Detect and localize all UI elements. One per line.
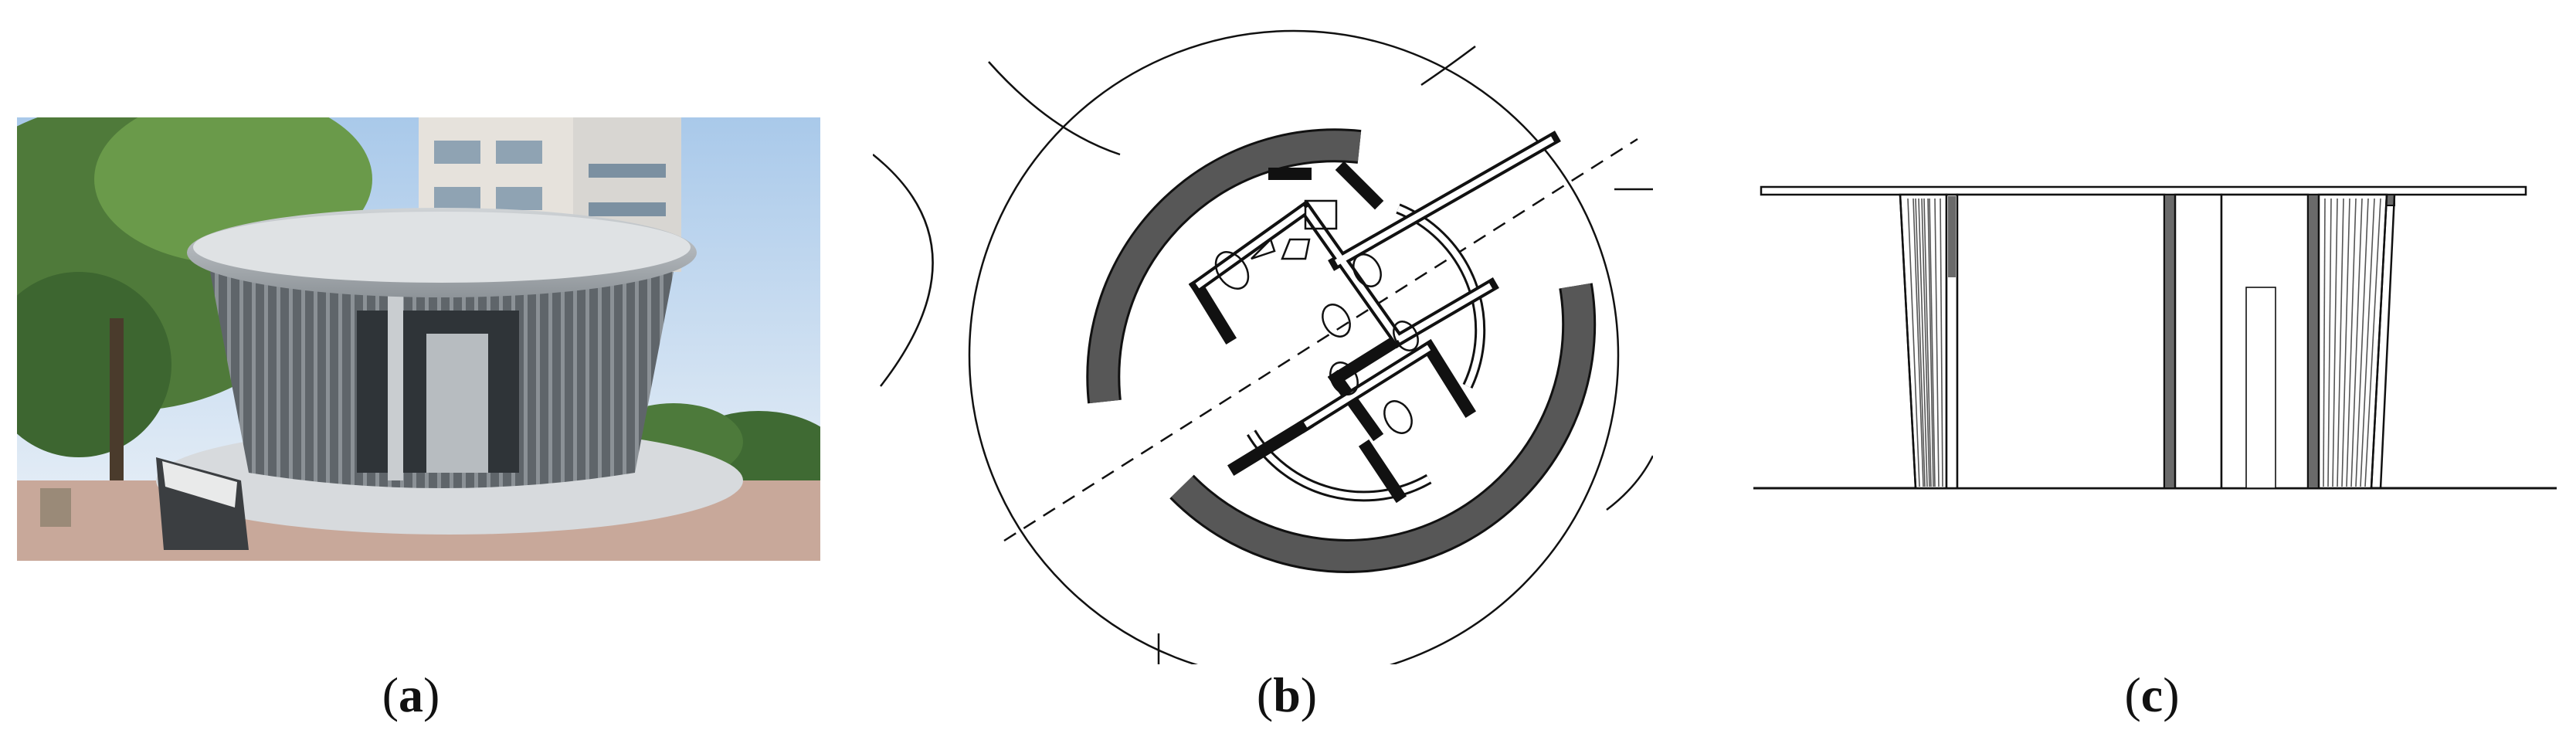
toilet-icon: [1352, 253, 1382, 287]
toilet-icon: [1383, 400, 1413, 434]
path-curve-top-left: [988, 61, 1121, 156]
panel-c-section: [1753, 179, 2557, 504]
wall-ribs-left: [1907, 198, 1943, 487]
site-circle: [968, 29, 1620, 664]
toilet-icon: [1322, 304, 1351, 338]
photo-illustration: [17, 117, 820, 561]
column-center: [2164, 194, 2176, 489]
panel-a-photo: [17, 117, 820, 561]
path-curve-left: [873, 154, 934, 387]
caption-b: (b): [1256, 667, 1318, 722]
toilet-icon: [1393, 321, 1419, 351]
panel-b-floor-plan: [873, 15, 1653, 664]
caption-c: (c): [2124, 667, 2180, 722]
sink-icon: [1251, 237, 1276, 260]
wall-ribs-right: [2323, 198, 2381, 487]
roof-slab: [1760, 185, 2527, 196]
caption-a: (a): [382, 667, 440, 722]
baby-changing-icon: [1304, 199, 1338, 230]
section-drawing: [1753, 185, 2557, 490]
toilet-icon: [1329, 362, 1359, 395]
toilet-icon: [1214, 251, 1250, 290]
section-line: [1003, 137, 1638, 542]
toilet-fixtures: [1214, 199, 1419, 434]
sink-icon: [1281, 238, 1311, 260]
tree-trunk: [110, 318, 124, 519]
door-panel-left: [1956, 193, 2166, 490]
door-inner: [2245, 287, 2276, 489]
floor-plan-drawing: [873, 29, 1653, 664]
